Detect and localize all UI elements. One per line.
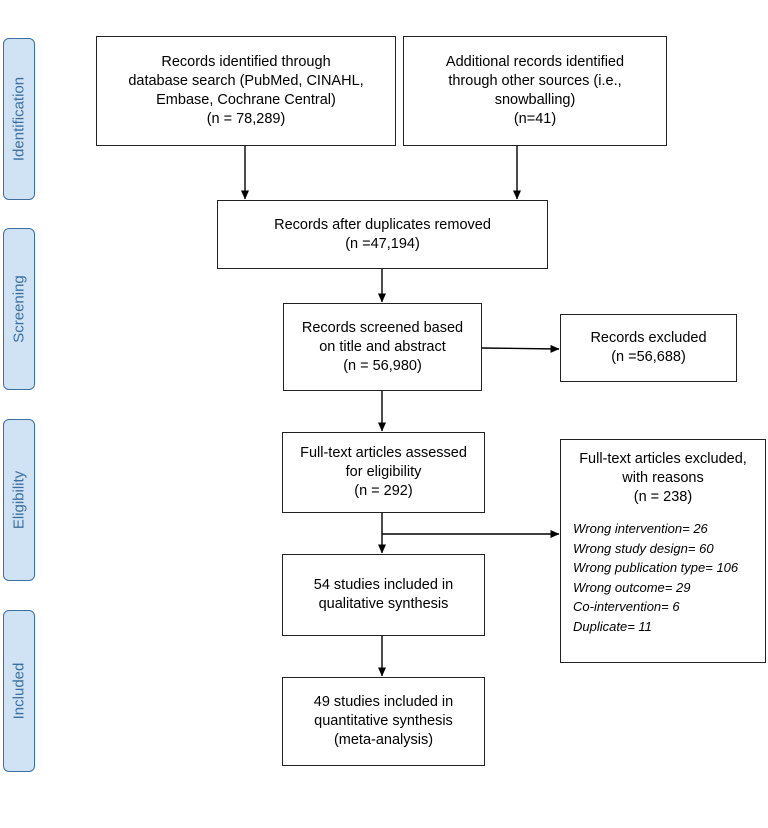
box-text: Embase, Cochrane Central): [156, 92, 336, 108]
phase-identification: Identification: [3, 38, 35, 200]
exclusion-reason: Wrong publication type= 106: [573, 560, 739, 575]
box-count: (n = 238): [633, 489, 693, 505]
box-qualitative-synthesis: 54 studies included in qualitative synth…: [282, 554, 485, 636]
box-text: database search (PubMed, CINAHL,: [128, 73, 364, 89]
box-fulltext-excluded: Full-text articles excluded, with reason…: [560, 439, 766, 663]
box-text: Records screened based: [301, 319, 464, 336]
box-text: through other sources (i.e.,: [448, 73, 622, 89]
phase-included: Included: [3, 610, 35, 772]
box-text: for eligibility: [345, 464, 422, 480]
box-count: (n = 56,980): [343, 357, 422, 374]
box-text: (meta-analysis): [333, 732, 434, 748]
box-fulltext-assessed: Full-text articles assessed for eligibil…: [282, 432, 485, 513]
box-text: Additional records identified: [445, 54, 625, 70]
box-text: quantitative synthesis: [314, 713, 453, 729]
box-text: Records excluded: [590, 330, 707, 346]
phase-screening: Screening: [3, 228, 35, 390]
phase-eligibility: Eligibility: [3, 419, 35, 581]
box-text: Records after duplicates removed: [274, 216, 491, 233]
box-count: (n =56,688): [611, 349, 686, 365]
box-records-screened: Records screened based on title and abst…: [283, 303, 482, 391]
box-text: 49 studies included in: [313, 694, 454, 710]
exclusion-reason: Wrong study design= 60: [573, 540, 714, 556]
exclusion-reason: Co-intervention= 6: [573, 599, 680, 614]
box-database-search: Records identified through database sear…: [96, 36, 396, 146]
box-other-sources: Additional records identified through ot…: [403, 36, 667, 146]
box-text: Full-text articles assessed: [300, 445, 467, 461]
box-count: (n = 78,289): [206, 111, 286, 127]
box-text: Records identified through: [161, 54, 331, 70]
box-count: (n = 292): [354, 483, 413, 499]
box-text: snowballing): [494, 92, 576, 108]
box-text: 54 studies included in: [313, 577, 454, 593]
box-count: (n=41): [513, 111, 557, 127]
box-duplicates-removed: Records after duplicates removed (n =47,…: [217, 200, 548, 269]
box-count: (n =47,194): [345, 235, 420, 252]
box-quantitative-synthesis: 49 studies included in quantitative synt…: [282, 677, 485, 766]
exclusion-reasons-list: Wrong intervention= 26 Wrong study desig…: [567, 519, 759, 636]
box-text: with reasons: [622, 470, 704, 486]
box-records-excluded: Records excluded (n =56,688): [560, 314, 737, 382]
box-text: on title and abstract: [319, 338, 446, 355]
arrow-screened-to-excluded: [481, 344, 560, 353]
box-text: qualitative synthesis: [318, 596, 449, 612]
exclusion-reason: Wrong outcome= 29: [573, 579, 691, 595]
exclusion-reason: Wrong intervention= 26: [573, 521, 708, 536]
box-text: Full-text articles excluded,: [579, 451, 747, 467]
exclusion-reason: Duplicate= 11: [573, 618, 652, 634]
